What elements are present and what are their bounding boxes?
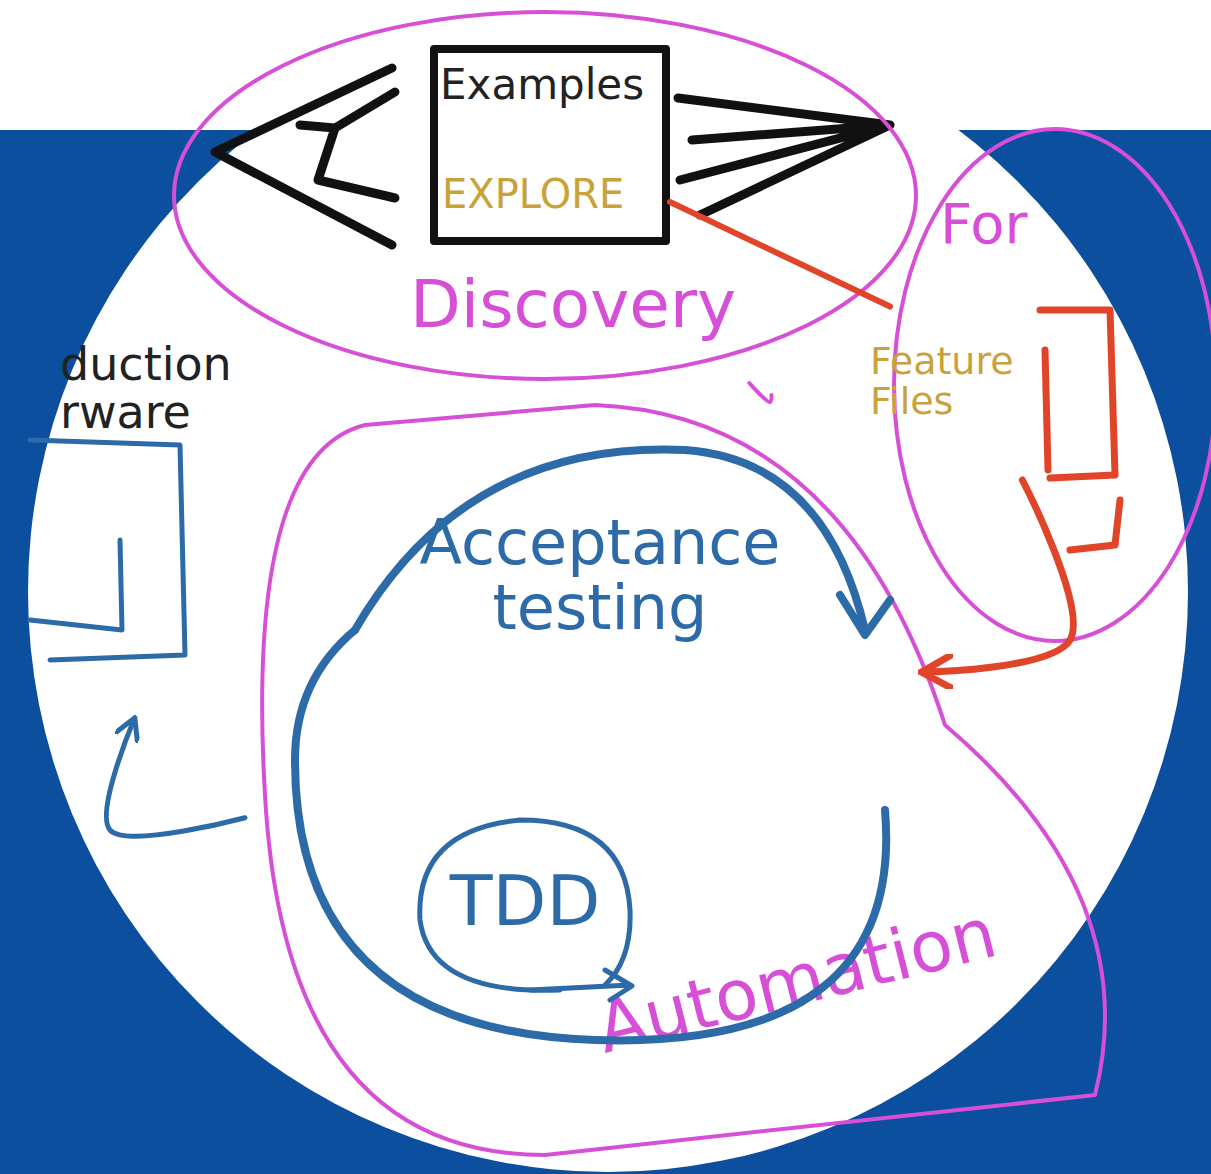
node-outline: [30, 440, 185, 660]
software-box: [30, 440, 185, 660]
loop-arrowhead: [840, 595, 890, 635]
diagram-node: Feature Files: [870, 330, 1130, 480]
box-outline: [434, 49, 666, 241]
diagram-node: ExamplesEXPLORE: [430, 45, 670, 245]
node-outline: [1040, 310, 1120, 550]
diagram-node: AutomationAcceptance testingTDD: [245, 395, 1135, 1160]
right-arrows: [678, 98, 890, 215]
node-label: duction rware: [60, 340, 275, 437]
bracket-symbol: [1040, 310, 1120, 550]
node-outline: [295, 450, 890, 1041]
diagram-node: duction rware: [60, 340, 290, 720]
left-chevron: [215, 68, 392, 245]
node-outline: [420, 820, 632, 1000]
node-label: For: [940, 195, 1140, 254]
node-outline: [434, 49, 666, 241]
node-label: EXPLORE: [442, 173, 667, 215]
inner-arrow: [300, 92, 395, 198]
diagram-node: ForFeature Files: [890, 125, 1211, 645]
connector-arrow: [749, 383, 771, 402]
connector-arrow: [925, 480, 1073, 672]
tdd-arrow: [530, 970, 632, 1000]
loop-arc: [295, 630, 886, 1040]
white-disc: [28, 12, 1188, 1172]
node-outline: [174, 12, 916, 379]
node-label: Feature Files: [870, 342, 1045, 422]
tdd-loop: [420, 820, 630, 990]
diagram-node: Discovery ExamplesEXPLORE: [170, 8, 920, 383]
connector-arrow: [106, 720, 245, 836]
diagram-node: Acceptance testingTDD: [265, 430, 925, 1060]
node-label: TDD: [430, 865, 620, 939]
diagram-node: TDD: [410, 810, 640, 1000]
ellipse-outline: [174, 12, 916, 379]
node-label: Acceptance testing: [385, 510, 815, 640]
node-label: Examples: [440, 63, 665, 107]
node-label: Discovery: [410, 270, 870, 339]
connector-arrow: [670, 202, 890, 307]
